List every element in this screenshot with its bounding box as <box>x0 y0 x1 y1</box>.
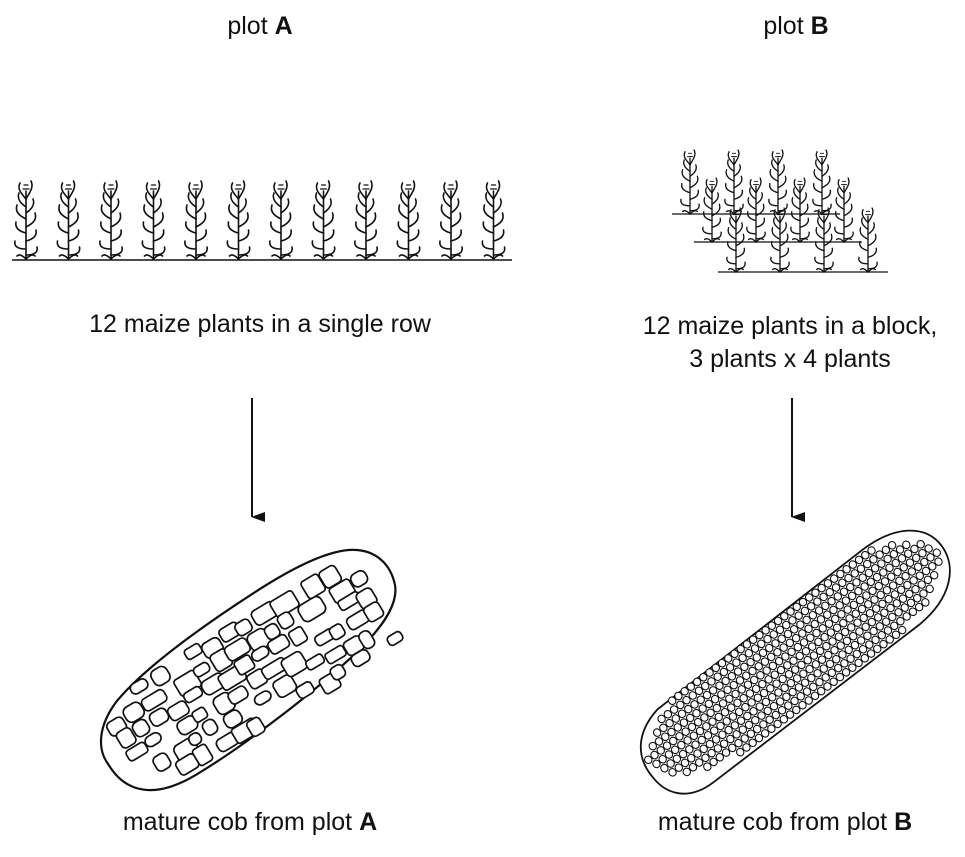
maize-plant <box>727 208 745 272</box>
plot-a-row <box>12 181 512 260</box>
maize-plant <box>57 181 79 259</box>
maize-plant <box>771 208 789 272</box>
maize-plant <box>270 181 292 259</box>
maize-plant <box>747 178 765 242</box>
maize-plant <box>835 178 853 242</box>
maize-plant <box>355 181 377 259</box>
maize-plant <box>815 208 833 272</box>
maize-plant <box>440 181 462 259</box>
maize-plant <box>185 181 207 259</box>
maize-plant <box>681 150 699 214</box>
cob-a <box>71 527 429 811</box>
cob-b <box>619 510 965 809</box>
maize-plant <box>725 150 743 214</box>
kernel <box>386 630 404 646</box>
maize-plant <box>227 181 249 259</box>
maize-plant <box>100 181 122 259</box>
maize-plant <box>312 181 334 259</box>
maize-plant <box>813 150 831 214</box>
maize-plant <box>15 181 37 259</box>
plot-b-block <box>672 150 888 272</box>
maize-plant <box>769 150 787 214</box>
maize-plant <box>791 178 809 242</box>
maize-plant <box>859 208 877 272</box>
maize-plant <box>482 181 504 259</box>
maize-plant <box>703 178 721 242</box>
maize-plant <box>142 181 164 259</box>
maize-plant <box>397 181 419 259</box>
